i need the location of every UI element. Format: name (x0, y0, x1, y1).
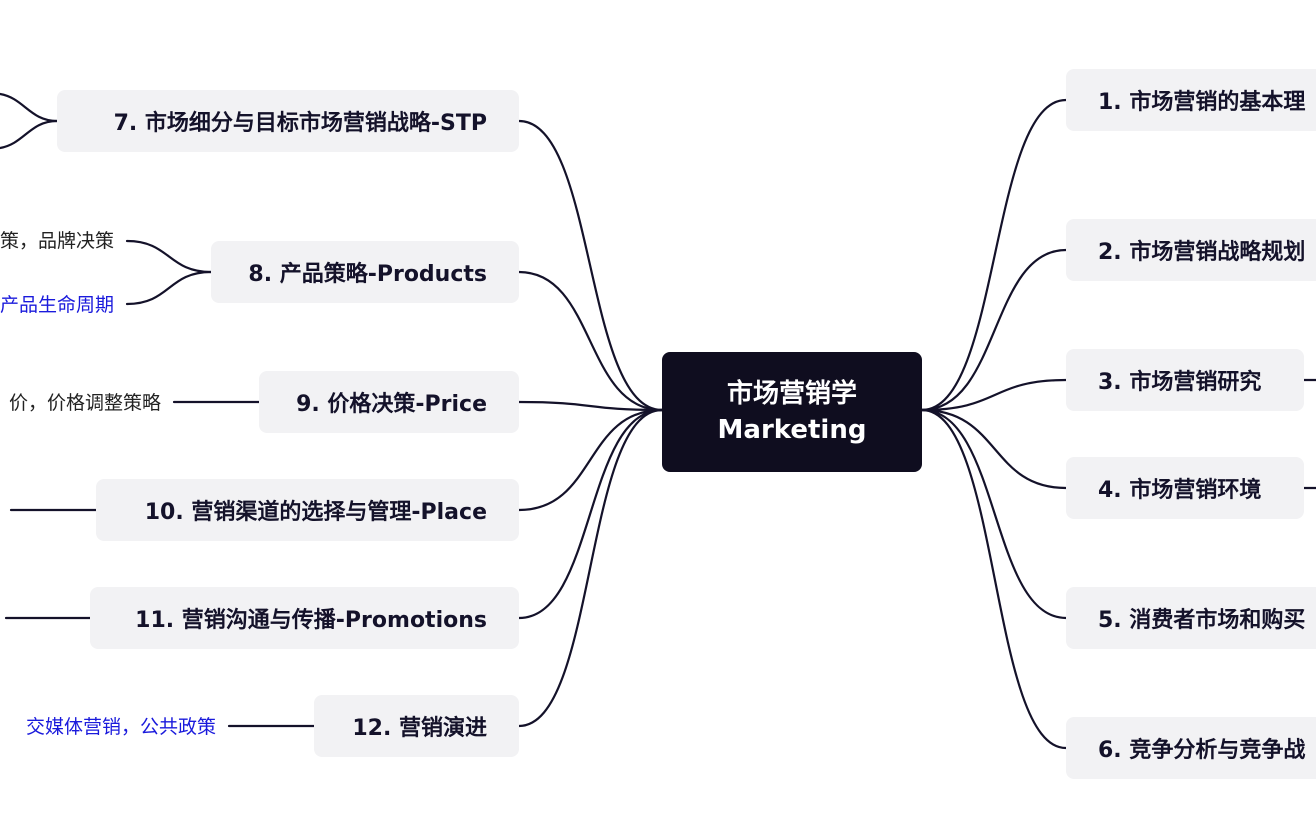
connector-root-topic-9 (517, 400, 664, 412)
connector-root-topic-6 (920, 408, 1068, 750)
connector-topic-8-child-a (125, 239, 213, 274)
topic-9[interactable]: 9. 价格决策-Price (259, 371, 519, 433)
subtopic-products-decisions[interactable]: 策，品牌决策 (0, 230, 114, 252)
connector-root-topic-5 (920, 408, 1068, 620)
connector-root-topic-1 (920, 98, 1068, 412)
central-topic-title: 市场营销学 (726, 379, 857, 409)
connector-topic-7-child-a (0, 92, 59, 123)
subtopic-product-lifecycle[interactable]: 产品生命周期 (0, 294, 114, 316)
topic-1[interactable]: 1. 市场营销的基本理 (1066, 69, 1316, 131)
central-topic-subtitle: Marketing (717, 415, 867, 445)
topic-5[interactable]: 5. 消费者市场和购买 (1066, 587, 1316, 649)
connector-root-topic-12 (517, 408, 664, 728)
subtopic-price-strategy[interactable]: 价，价格调整策略 (8, 392, 161, 414)
connector-root-topic-4 (920, 408, 1068, 490)
topic-9-label: 9. 价格决策-Price (296, 392, 487, 417)
topic-10[interactable]: 10. 营销渠道的选择与管理-Place (96, 479, 519, 541)
topic-3[interactable]: 3. 市场营销研究 (1066, 349, 1304, 411)
connector-root-topic-8 (517, 270, 664, 412)
connector-root-topic-2 (920, 248, 1068, 412)
topic-2[interactable]: 2. 市场营销战略规划 (1066, 219, 1316, 281)
topic-4[interactable]: 4. 市场营销环境 (1066, 457, 1304, 519)
topic-7-label: 7. 市场细分与目标市场营销战略-STP (113, 111, 487, 136)
topic-3-label: 3. 市场营销研究 (1098, 370, 1262, 395)
topic-2-label: 2. 市场营销战略规划 (1098, 240, 1306, 265)
topic-12-label: 12. 营销演进 (352, 716, 487, 741)
topic-8[interactable]: 8. 产品策略-Products (211, 241, 519, 303)
connector-root-topic-3 (920, 378, 1068, 412)
topic-1-label: 1. 市场营销的基本理 (1098, 90, 1306, 115)
topic-7[interactable]: 7. 市场细分与目标市场营销战略-STP (57, 90, 519, 152)
topic-12[interactable]: 12. 营销演进 (314, 695, 519, 757)
connector-topic-8-child-b (125, 270, 213, 306)
topic-6-label: 6. 竞争分析与竞争战 (1098, 738, 1306, 763)
topic-8-label: 8. 产品策略-Products (248, 262, 487, 287)
topic-11[interactable]: 11. 营销沟通与传播-Promotions (90, 587, 519, 649)
topic-5-label: 5. 消费者市场和购买 (1098, 608, 1306, 633)
central-topic[interactable]: 市场营销学 Marketing (662, 352, 922, 472)
topic-11-label: 11. 营销沟通与传播-Promotions (135, 608, 487, 633)
topic-4-label: 4. 市场营销环境 (1098, 478, 1262, 503)
connector-topic-7-child-b (0, 119, 59, 150)
topic-10-label: 10. 营销渠道的选择与管理-Place (144, 500, 487, 525)
connector-root-topic-11 (517, 408, 664, 620)
connector-root-topic-10 (517, 408, 664, 512)
topic-6[interactable]: 6. 竞争分析与竞争战 (1066, 717, 1316, 779)
subtopic-marketing-evolution[interactable]: 交媒体营销，公共政策 (25, 716, 216, 738)
connector-root-topic-7 (517, 119, 664, 412)
